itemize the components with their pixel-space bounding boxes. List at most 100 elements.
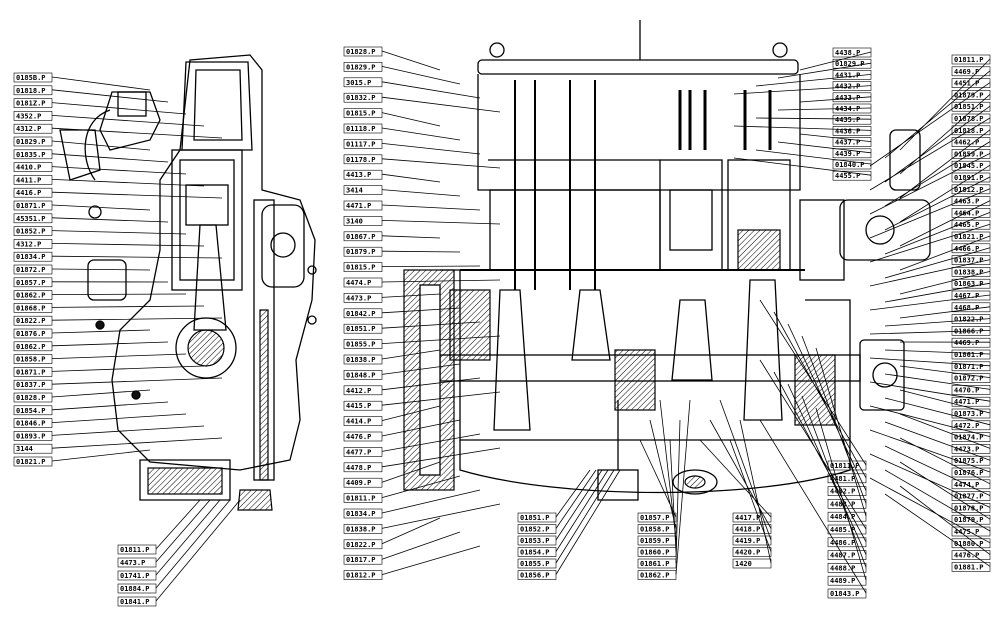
part-label: 01822.P — [346, 541, 376, 549]
part-label-frame — [951, 243, 991, 254]
part-label: 01857.P — [16, 279, 46, 287]
part-label-frame — [832, 170, 872, 181]
part-label: 4415.P — [346, 402, 371, 410]
part-label-frame — [13, 341, 53, 352]
part-label: 01851.P — [346, 325, 376, 333]
part-label: 01859.P — [954, 150, 984, 158]
part-label-frame — [951, 550, 991, 560]
part-label-frame — [832, 58, 872, 69]
part-label-frame — [343, 400, 383, 411]
right-lower-labels: 01811.P4481.P4482.P4483.P4484.P4485.P448… — [827, 460, 867, 599]
part-label: 01178.P — [346, 156, 376, 164]
part-label-frame — [517, 512, 557, 523]
part-label: 3140 — [346, 217, 363, 225]
part-label: 01835.P — [16, 151, 46, 159]
part-label-frame — [13, 277, 53, 288]
part-label: 01832.P — [346, 94, 376, 102]
part-label-frame — [951, 503, 991, 513]
part-label: 4417.P — [735, 514, 760, 522]
part-label: 01118.P — [346, 125, 376, 133]
part-label: 01837.P — [954, 257, 984, 265]
part-label: 01834.P — [16, 253, 46, 261]
part-label-frame — [343, 293, 383, 303]
part-label-frame — [13, 85, 53, 96]
part-label: 4473.P — [954, 445, 979, 453]
part-label: 4411.P — [16, 176, 41, 184]
part-label: 4468.P — [954, 304, 979, 312]
part-label: 3015.P — [346, 79, 371, 87]
part-label: 01837.P — [16, 381, 46, 389]
part-label: 4312.P — [16, 240, 41, 248]
part-label-frame — [832, 114, 872, 125]
part-label: 01852.P — [520, 526, 550, 534]
part-label: 4312.P — [16, 125, 41, 133]
part-label-frame — [343, 539, 383, 550]
part-label-frame — [13, 456, 53, 467]
part-label: 4431.P — [835, 71, 860, 79]
part-label: 3144 — [16, 445, 33, 453]
part-label: 4483.P — [830, 500, 855, 508]
part-label: 01879.P — [954, 91, 984, 99]
part-label-frame — [343, 231, 383, 242]
part-label: 01843.P — [830, 590, 860, 598]
part-label-frame — [951, 196, 991, 206]
part-label-frame — [832, 148, 872, 159]
part-label-frame — [517, 524, 557, 534]
part-label-frame — [951, 385, 991, 395]
part-label: 4462.P — [954, 139, 979, 147]
part-label-frame — [343, 46, 383, 57]
part-label-frame — [951, 326, 991, 336]
part-label-frame — [951, 479, 991, 490]
part-label-frame — [517, 558, 557, 569]
part-label: 01880.P — [954, 540, 984, 548]
part-label-frame — [343, 462, 383, 473]
part-label: 1420 — [735, 560, 752, 568]
part-label: 01855.P — [346, 341, 376, 349]
part-label: 45351.P — [16, 215, 46, 223]
part-label: 01815.P — [346, 110, 376, 118]
part-label: 01838.P — [346, 525, 376, 533]
part-label: 4470.P — [954, 386, 979, 394]
part-label-frame — [343, 169, 383, 180]
part-label: 4473.P — [346, 294, 371, 302]
part-label-frame — [343, 570, 383, 580]
part-label: 01811.P — [346, 495, 376, 503]
part-label: 01818.P — [954, 127, 984, 135]
part-label: 4455.P — [835, 172, 860, 180]
part-label: 4474.P — [346, 279, 371, 287]
part-label-frame — [343, 308, 383, 319]
part-label: 4487.P — [830, 552, 855, 560]
part-label: 4416.P — [16, 189, 41, 197]
part-label-frame — [343, 323, 383, 334]
part-label-frame — [343, 154, 383, 165]
part-label-frame — [951, 172, 991, 183]
part-label: 01811.P — [830, 462, 860, 470]
part-label-frame — [951, 444, 991, 454]
part-label-frame — [343, 200, 383, 211]
part-label-frame — [13, 264, 53, 275]
part-label: 4472.P — [954, 422, 979, 430]
part-label: 3414 — [346, 187, 363, 195]
part-label-frame — [951, 231, 991, 242]
part-label-frame — [13, 149, 53, 160]
part-label: 01859.P — [640, 537, 670, 545]
part-label-frame — [951, 255, 991, 265]
part-label: 01871.P — [954, 363, 984, 371]
part-label-frame — [637, 524, 677, 534]
part-label-frame — [13, 354, 53, 364]
part-label: 01817.P — [346, 556, 376, 564]
part-label-frame — [951, 314, 991, 324]
part-label-frame — [732, 512, 772, 523]
part-label: 01851.P — [520, 514, 550, 522]
left-labels: 0185B.P01818.P0181Z.P4352.P4312.P01829.P… — [13, 72, 53, 467]
part-label-frame — [827, 499, 867, 509]
part-label-frame — [951, 349, 991, 360]
part-label-frame — [951, 113, 991, 124]
part-label: 01868.P — [16, 304, 46, 312]
part-label: 01828.P — [346, 48, 376, 56]
part-label-frame — [951, 432, 991, 442]
part-label: 01855.P — [520, 560, 550, 568]
part-label: 4469.P — [954, 68, 979, 76]
part-label: 01741.P — [120, 572, 150, 580]
part-label-frame — [13, 123, 53, 134]
